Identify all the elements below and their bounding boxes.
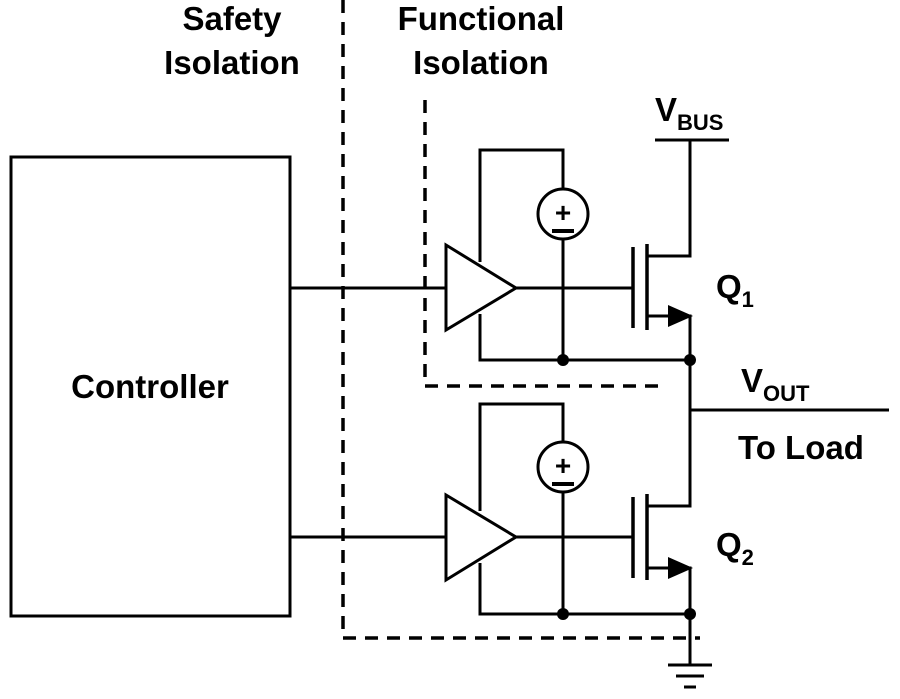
q1-source-arrow [668,305,693,327]
safety-isolation-label-line2: Isolation [164,44,300,81]
high-side-source-plus: + [555,197,571,228]
q1-label: Q1 [716,268,754,312]
low-side-source-plus: + [555,450,571,481]
q2-source-arrow [668,557,693,579]
ground-icon [668,614,712,689]
low-side-driver: + [444,402,693,620]
functional-isolation-label-line2: Isolation [413,44,549,81]
q2-label: Q2 [716,526,754,570]
high-side-supply-loop [478,148,565,262]
to-load-label: To Load [738,429,864,466]
high-side-return-rail [478,239,690,362]
low-side-supply-loop [478,402,565,511]
q1-drain-lead [647,140,692,258]
functional-isolation-label-line1: Functional [398,0,565,37]
controller-label: Controller [71,368,229,405]
q2-drain-lead [647,500,692,508]
q1-label-main: Q [716,268,742,305]
safety-isolation-label-line1: Safety [182,0,282,37]
low-side-junction-dot [557,608,569,620]
safety-isolation-barrier [341,0,700,640]
vbus-label-sub: BUS [677,110,723,135]
low-side-buffer-symbol [444,492,519,583]
q2-label-main: Q [716,526,742,563]
vout-label: VOUT [741,362,810,406]
q1-label-sub: 1 [742,287,754,312]
functional-isolation-barrier [423,100,662,388]
vbus-label-main: V [655,91,677,128]
high-side-driver: + [444,140,693,366]
high-side-junction-dot [557,354,569,366]
q2-label-sub: 2 [742,545,754,570]
high-side-buffer-symbol [444,242,519,333]
vout-label-sub: OUT [763,381,810,406]
output-node-dot [684,354,696,366]
vbus-label: VBUS [655,91,723,135]
controller-block [9,155,292,618]
vout-label-main: V [741,362,763,399]
low-side-return-rail [478,492,690,616]
